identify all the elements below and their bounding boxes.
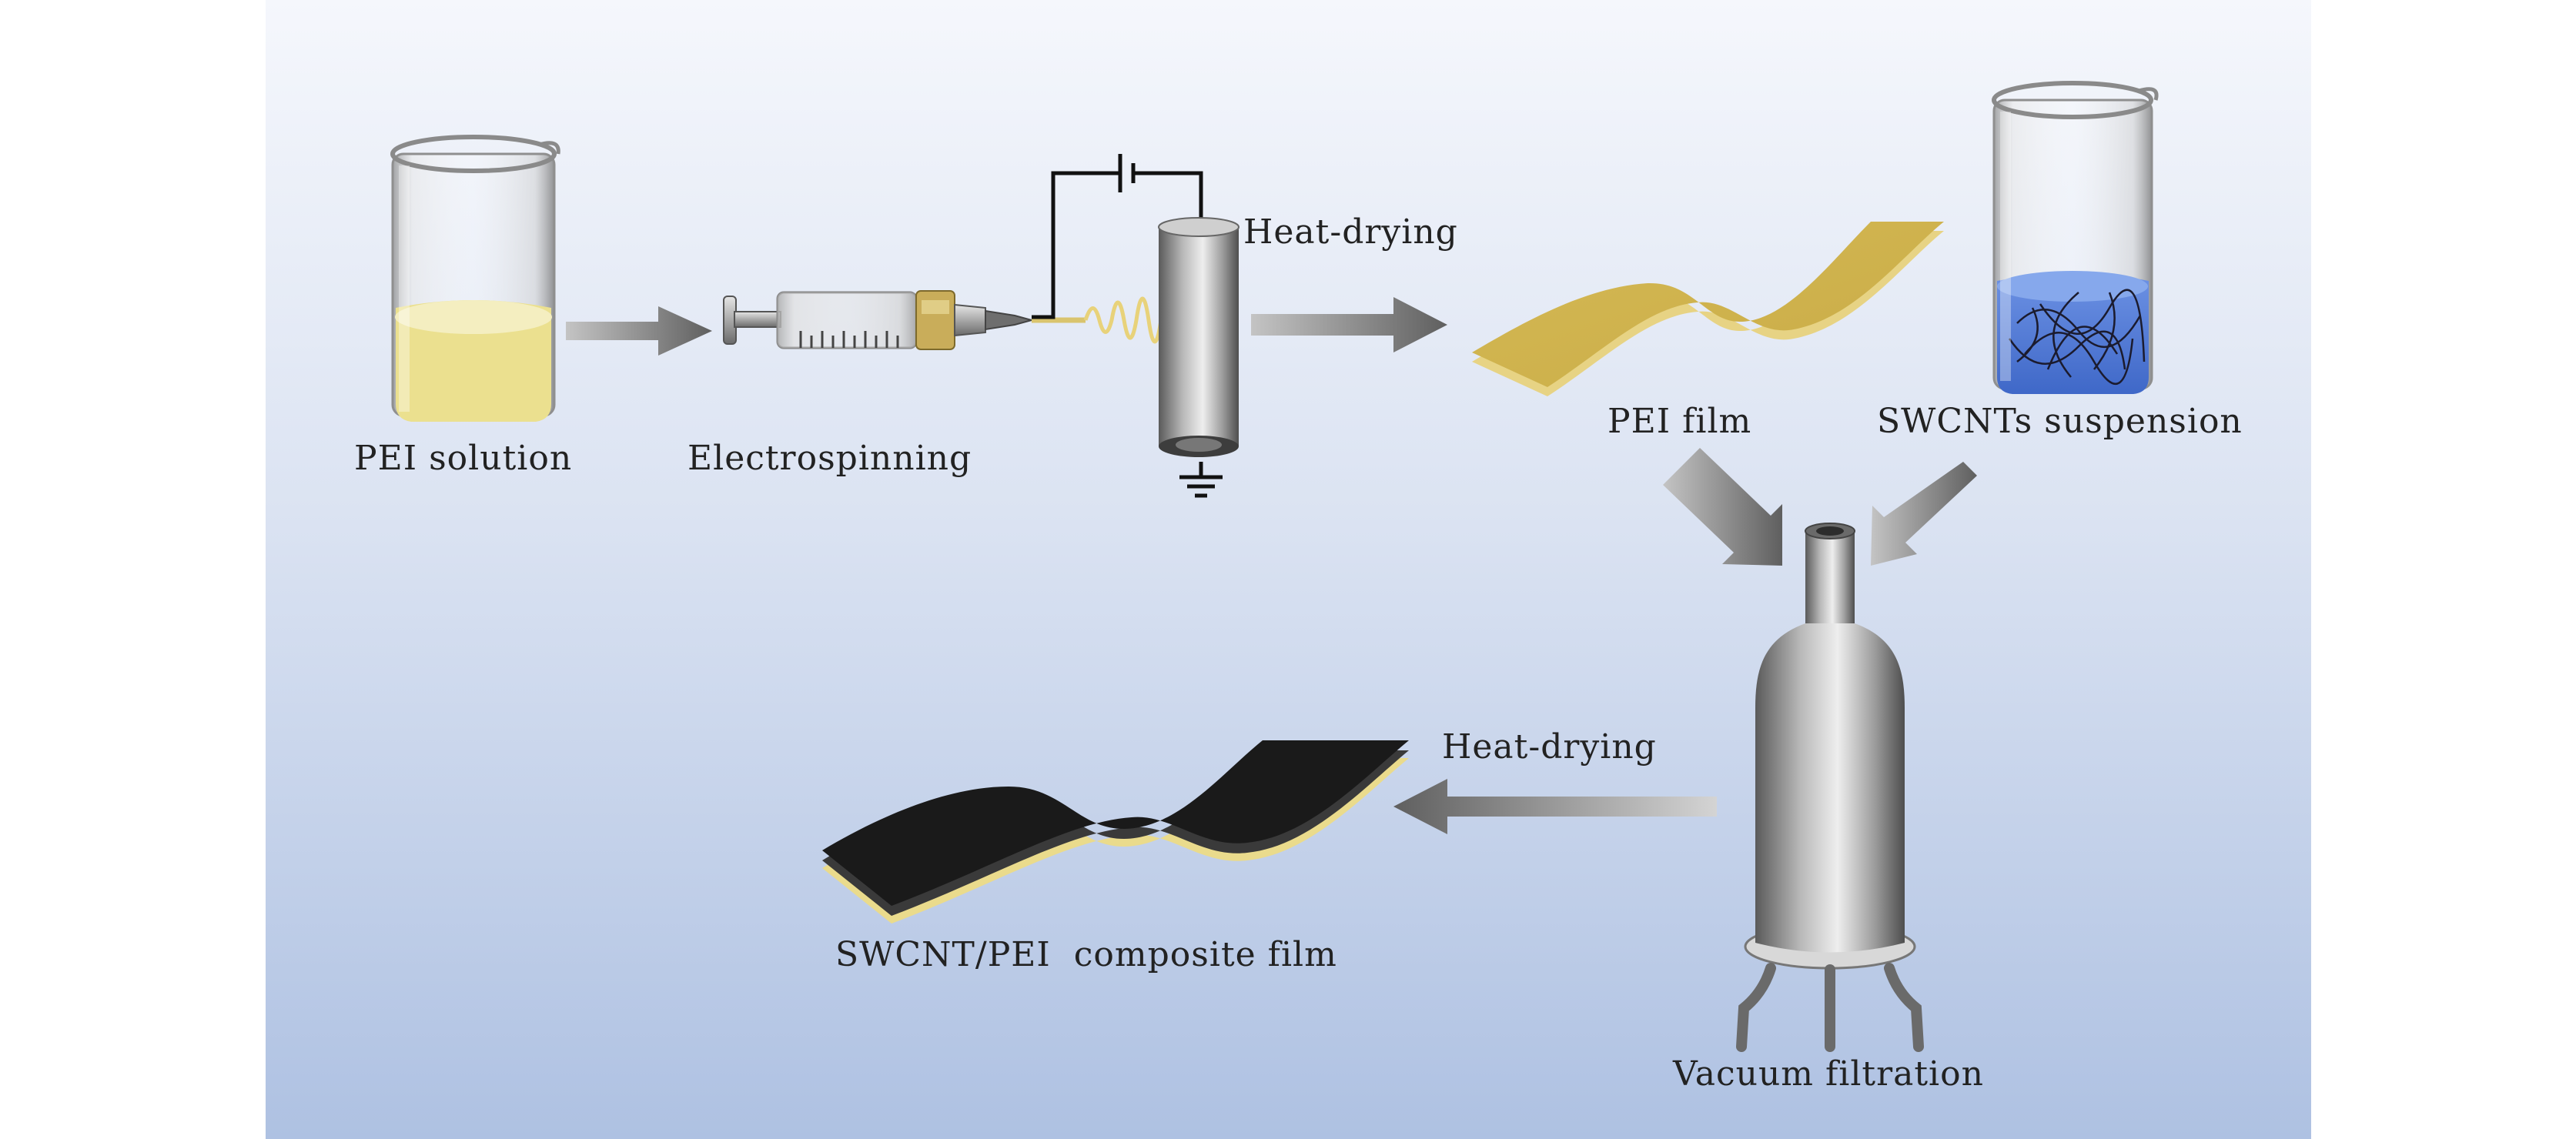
vacuum-filtration-flask bbox=[1736, 523, 1924, 1052]
syringe bbox=[723, 290, 1086, 350]
pei-solution-beaker bbox=[390, 135, 560, 422]
pei-film bbox=[1472, 222, 1944, 396]
collector-cylinder bbox=[1158, 217, 1239, 457]
swcnts-suspension-beaker bbox=[1992, 81, 2159, 394]
label-heat-drying-bottom: Heat-drying bbox=[1442, 727, 1657, 767]
label-heat-drying-top: Heat-drying bbox=[1243, 212, 1458, 252]
label-vacuum-filtration: Vacuum filtration bbox=[1673, 1054, 1984, 1094]
label-pei-solution: PEI solution bbox=[354, 439, 573, 478]
power-circuit bbox=[1032, 154, 1223, 498]
label-pei-film: PEI film bbox=[1607, 402, 1752, 441]
arrow-to-pei-film bbox=[1251, 297, 1447, 352]
arrow-suspension-to-filter bbox=[1871, 462, 1977, 566]
arrow-to-composite-film bbox=[1393, 779, 1717, 834]
label-composite-film: SWCNT/PEI composite film bbox=[835, 935, 1337, 974]
label-electrospinning: Electrospinning bbox=[687, 439, 972, 478]
arrow-film-to-filter bbox=[1663, 448, 1782, 566]
composite-film bbox=[822, 740, 1409, 924]
arrow-to-electrospinning bbox=[566, 306, 712, 356]
label-swcnts-suspension: SWCNTs suspension bbox=[1877, 402, 2243, 441]
fiber-jet bbox=[1083, 296, 1163, 344]
background-panel bbox=[266, 0, 2311, 1139]
